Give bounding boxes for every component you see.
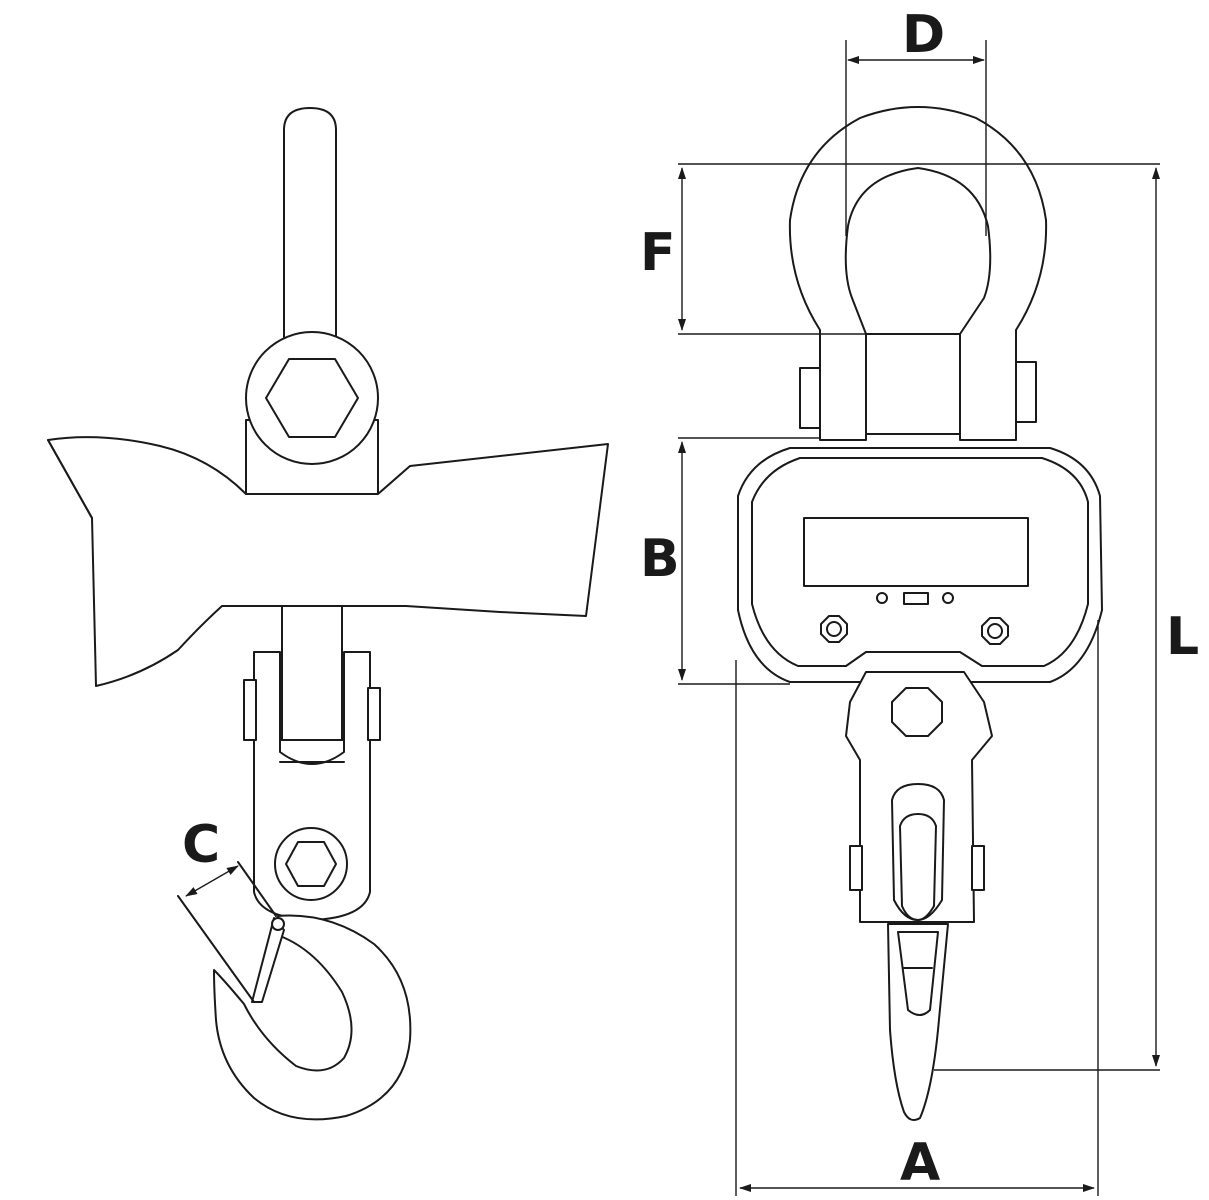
front-button-right-icon[interactable] [981, 617, 1009, 645]
front-display-window [803, 517, 1029, 587]
dim-label-c: C [182, 815, 220, 875]
dim-label-d: D [902, 5, 945, 65]
side-hook-latch [251, 917, 285, 1003]
side-hex-nut-icon [265, 358, 359, 438]
side-shackle-bar [283, 107, 337, 341]
indicator-led-left [876, 592, 888, 604]
side-latch-pin [271, 917, 285, 931]
side-neck [281, 605, 343, 741]
side-hook [213, 914, 412, 1121]
side-swivel-nut-icon [285, 841, 337, 887]
indicator-led-right [942, 592, 954, 604]
dim-label-a: A [900, 1133, 940, 1193]
front-shackle-nut-right [1015, 361, 1037, 423]
display-sensor [903, 592, 929, 605]
front-hanger-pin-left [849, 845, 863, 891]
front-hook [887, 923, 949, 1121]
front-shackle-bow [788, 106, 1048, 441]
front-view: D F B L A [640, 5, 1199, 1196]
front-hanger-bolt-icon [891, 687, 943, 737]
front-shackle-nut-left [799, 367, 821, 429]
side-pin-left [243, 679, 257, 741]
dim-label-f: F [640, 223, 676, 283]
dim-label-l: L [1166, 607, 1199, 667]
front-shackle-block [865, 333, 961, 435]
side-view: C [47, 107, 609, 1121]
side-pin-right [367, 687, 381, 741]
front-hanger-pin-right [971, 845, 985, 891]
side-body [47, 436, 609, 687]
dim-label-b: B [640, 529, 680, 589]
front-button-left-icon[interactable] [820, 615, 848, 643]
